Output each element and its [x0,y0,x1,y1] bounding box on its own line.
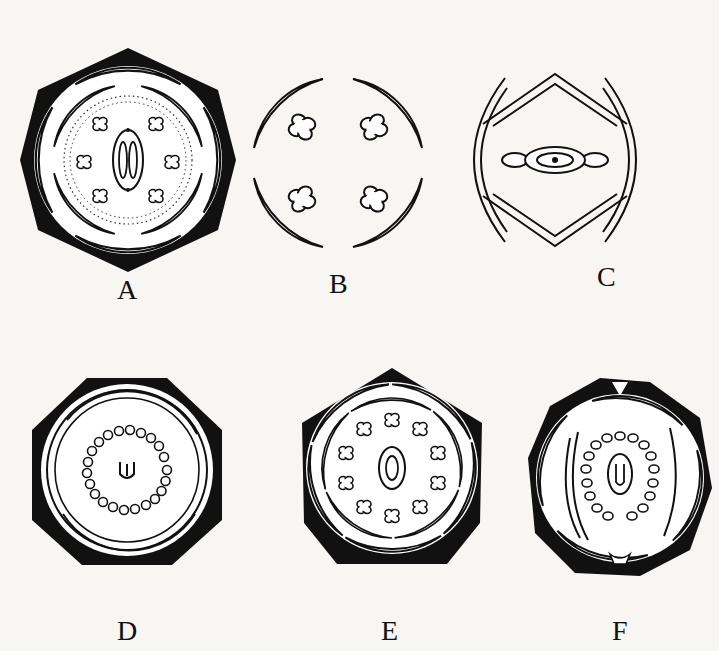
figure-label: B [329,270,348,298]
figure-label: A [117,276,137,304]
floral-diagram-b [254,79,422,247]
figure-label: D [117,617,137,645]
figure-label: E [381,617,398,645]
floral-diagram-a [0,32,256,289]
floral-diagram-c [474,74,636,246]
figure-label: F [612,617,628,645]
figure-label: C [597,263,616,291]
floral-diagram-e [282,368,503,584]
floral-diagram-f [510,368,719,588]
floral-diagram-d [32,378,222,565]
